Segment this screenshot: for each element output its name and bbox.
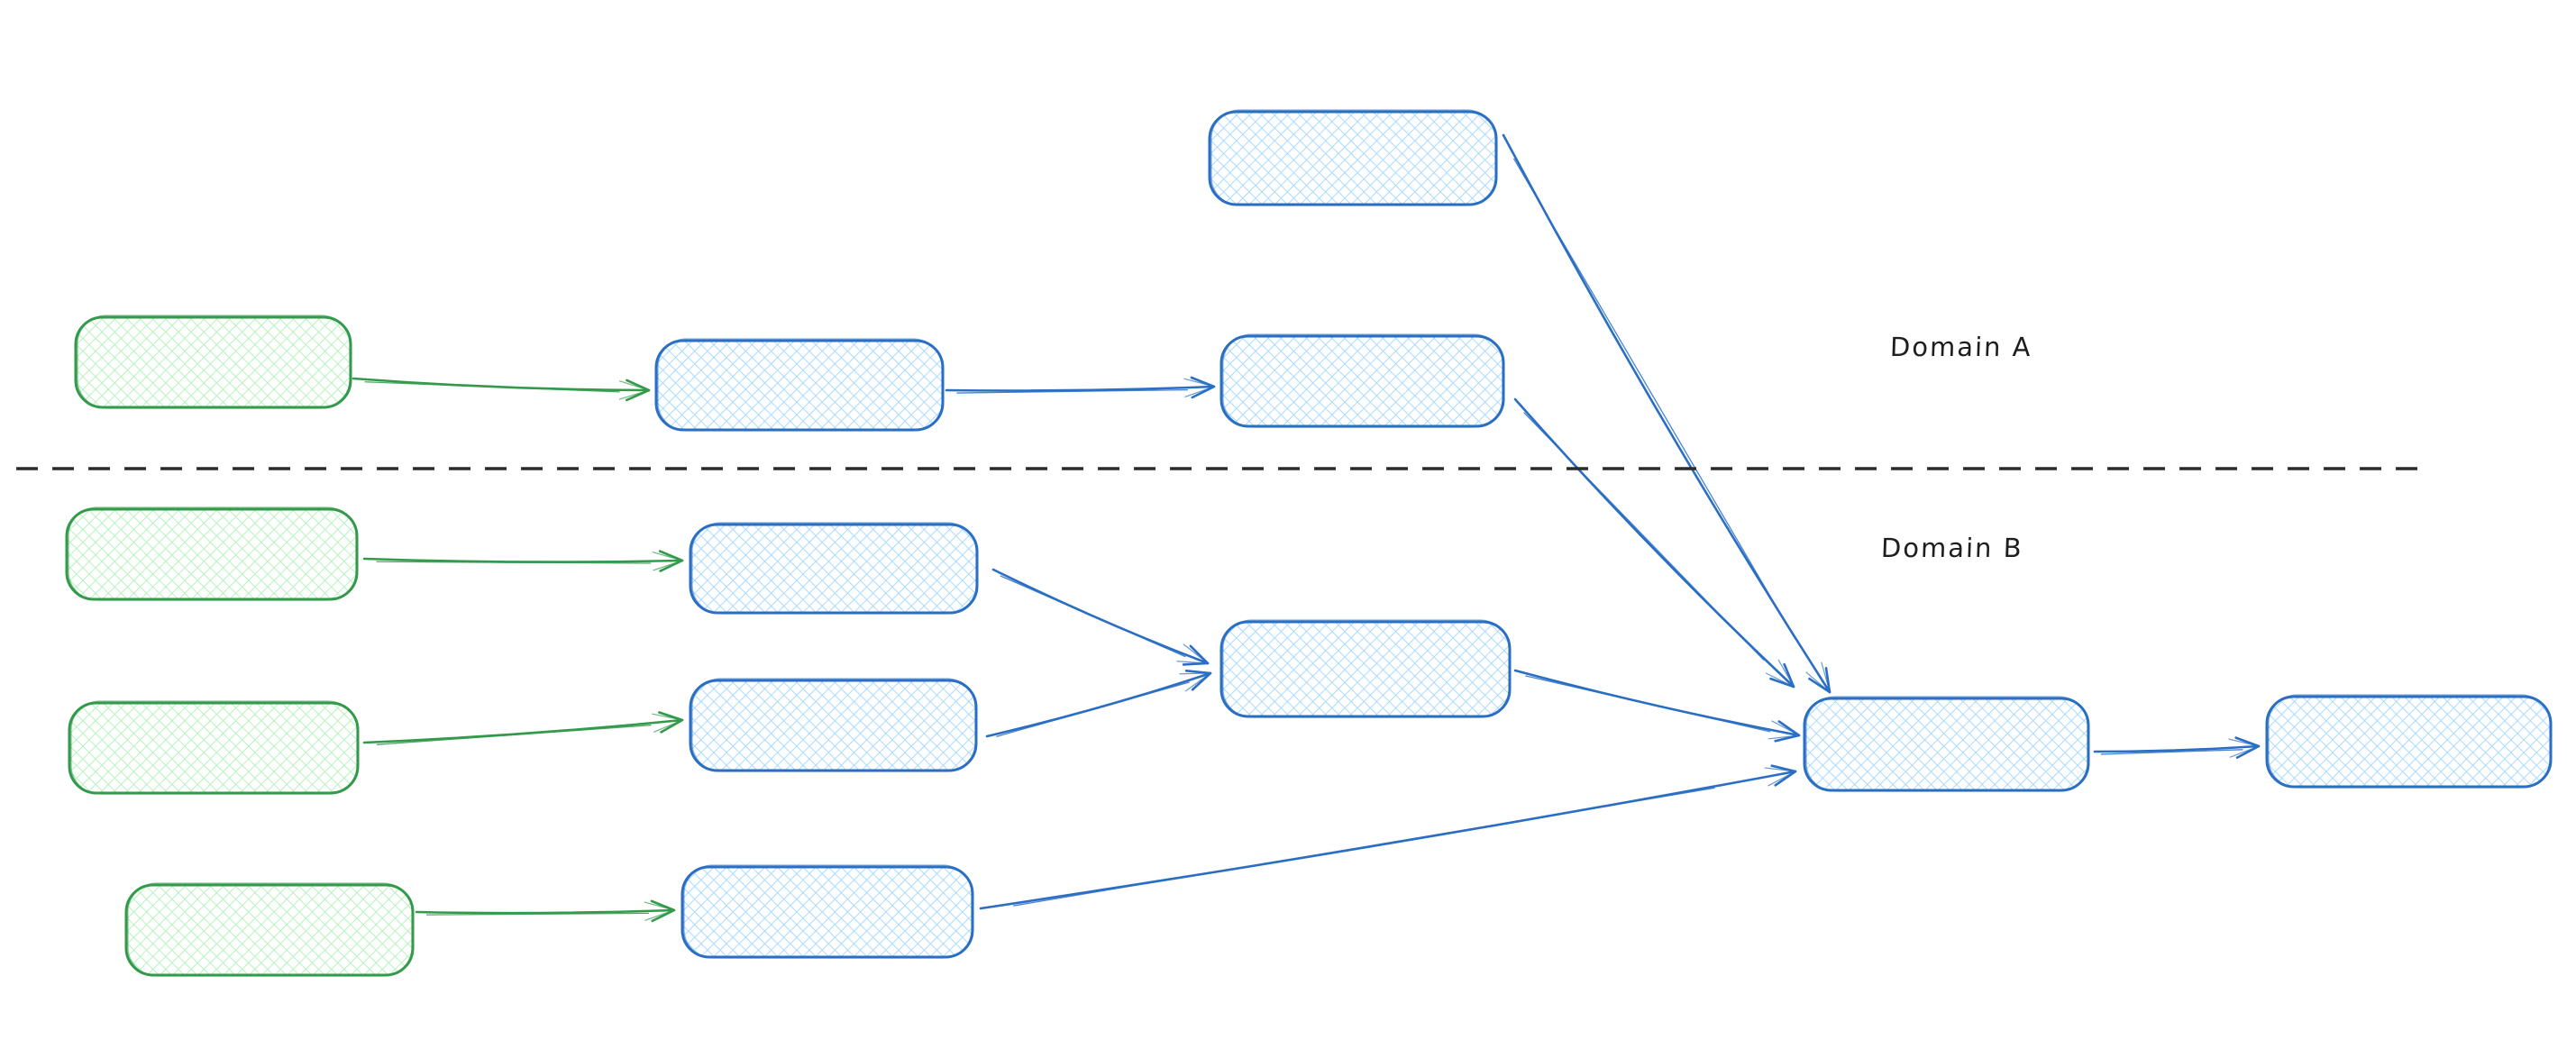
domain-b-label[interactable]: Domain B <box>1880 533 2024 563</box>
node-domain-a-stage-2[interactable] <box>1219 333 1505 428</box>
edge-b-input-2-to-b-stage-2[interactable] <box>362 711 684 745</box>
node-domain-b-input-2[interactable] <box>68 700 360 795</box>
edge-b-merge-to-hub[interactable] <box>1513 669 1801 743</box>
node-domain-b-stage-3[interactable] <box>681 864 974 959</box>
node-merge-hub[interactable] <box>1803 696 2090 792</box>
edge-b-stage-1-to-b-merge[interactable] <box>991 568 1210 666</box>
node-domain-b-stage-1[interactable] <box>689 522 979 615</box>
edge-b-input-3-to-b-stage-3[interactable] <box>415 899 676 923</box>
node-output[interactable] <box>2265 694 2553 789</box>
edge-b-input-1-to-b-stage-1[interactable] <box>362 550 684 572</box>
node-domain-a-input[interactable] <box>74 315 352 409</box>
node-domain-a-top-source[interactable] <box>1208 109 1498 206</box>
edge-b-stage-2-to-b-merge[interactable] <box>985 670 1212 738</box>
domain-a-label[interactable]: Domain A <box>1889 332 2033 362</box>
node-domain-b-stage-2[interactable] <box>689 678 978 772</box>
edge-a-stage-1-to-a-stage-2[interactable] <box>945 376 1216 399</box>
edge-a-top-source-to-hub[interactable] <box>1502 133 1832 694</box>
node-domain-b-input-1[interactable] <box>65 506 359 601</box>
node-domain-a-stage-1[interactable] <box>654 338 945 432</box>
node-domain-b-input-3[interactable] <box>124 882 415 977</box>
edge-b-stage-3-to-hub[interactable] <box>979 764 1797 910</box>
edge-a-input-to-a-stage-1[interactable] <box>352 377 651 402</box>
nodes-layer <box>65 109 2553 977</box>
node-domain-b-merge[interactable] <box>1219 619 1512 718</box>
edges-layer <box>352 133 2261 923</box>
edge-hub-to-output[interactable] <box>2093 736 2261 759</box>
edge-a-stage-2-to-hub[interactable] <box>1513 397 1795 689</box>
